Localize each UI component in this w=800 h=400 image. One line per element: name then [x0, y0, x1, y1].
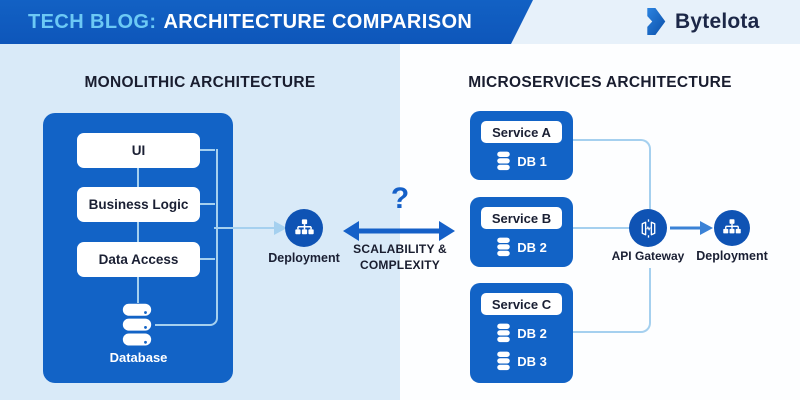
db-icon	[497, 151, 510, 171]
service-db-row: DB 1	[470, 151, 573, 171]
page-title-prefix: TECH BLOG:	[28, 11, 157, 33]
connector-line	[137, 168, 139, 187]
connector-line	[137, 222, 139, 242]
layer-box-data-access: Data Access	[77, 242, 200, 277]
connector-line	[137, 277, 139, 303]
connector-line	[573, 227, 630, 229]
deployment-label-right: Deployment	[696, 249, 768, 263]
connector-line	[200, 258, 215, 260]
service-name: Service C	[481, 293, 562, 315]
service-db-row: DB 2	[470, 237, 573, 257]
deployment-node-right	[714, 210, 750, 246]
service-db-row: DB 2	[470, 323, 573, 343]
scalability-complexity-caption: SCALABILITY & COMPLEXITY	[330, 242, 470, 273]
db-icon	[497, 237, 510, 257]
microservices-heading: MICROSERVICES ARCHITECTURE	[468, 74, 732, 91]
gateway-to-deployment-arrow	[670, 221, 713, 235]
service-card-a: Service A DB 1	[470, 111, 573, 180]
layer-box-ui: UI	[77, 133, 200, 168]
page-title: TECH BLOG: ARCHITECTURE COMPARISON	[28, 0, 472, 44]
db-icon	[497, 323, 510, 343]
light-arrow-right	[230, 221, 287, 235]
db-label: DB 1	[517, 153, 547, 169]
header-blue-banner	[0, 0, 533, 44]
deployment-node-left	[285, 209, 323, 247]
brand-name: Bytelota	[675, 9, 760, 33]
sitemap-icon	[723, 219, 741, 234]
db-icon	[497, 351, 510, 371]
service-card-c: Service C DB 2 DB 3	[470, 283, 573, 383]
db-label: DB 3	[517, 353, 547, 369]
service-card-b: Service B DB 2	[470, 197, 573, 267]
monolithic-heading: MONOLITHIC ARCHITECTURE	[84, 74, 316, 91]
service-name: Service B	[481, 207, 562, 229]
brand-logo: Bytelota	[641, 7, 759, 36]
service-name: Service A	[481, 121, 562, 143]
service-db-row: DB 3	[470, 351, 573, 371]
connector-line	[573, 268, 651, 333]
double-headed-arrow	[343, 221, 455, 241]
deployment-label-left: Deployment	[268, 251, 340, 265]
layer-box-business-logic: Business Logic	[77, 187, 200, 222]
api-gateway-node	[629, 209, 667, 247]
api-gateway-label: API Gateway	[611, 249, 685, 263]
db-label: DB 2	[517, 239, 547, 255]
caption-line-2: COMPLEXITY	[359, 257, 440, 272]
connector-line	[155, 149, 218, 326]
bytelota-logo-icon	[647, 8, 666, 35]
sitemap-icon	[294, 218, 314, 234]
connector-line	[200, 149, 215, 151]
page-title-main: ARCHITECTURE COMPARISON	[163, 11, 473, 33]
question-mark: ?	[390, 182, 410, 215]
api-gateway-icon	[641, 218, 655, 238]
caption-line-1: SCALABILITY &	[353, 242, 447, 256]
connector-line	[573, 139, 651, 211]
database-icon	[122, 303, 152, 346]
db-label: DB 2	[517, 325, 547, 341]
database-label: Database	[109, 350, 168, 365]
connector-line	[200, 203, 215, 205]
